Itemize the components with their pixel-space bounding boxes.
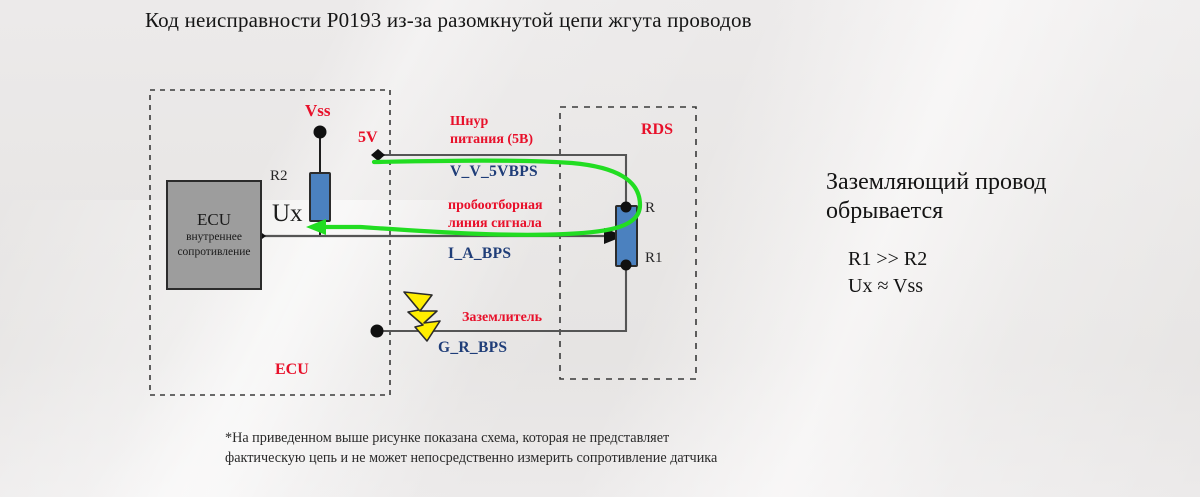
node-dot-ground: [370, 324, 384, 338]
node-dot-5v: [371, 149, 385, 161]
conclusion-heading: Заземляющий провод обрывается: [826, 168, 1186, 227]
label-power-cord-line1: Шнур: [450, 114, 489, 129]
node-dot-r-top: [620, 201, 632, 213]
label-rds-enclosure: RDS: [641, 121, 674, 138]
ecu-enclosure-dashed-box: [149, 89, 391, 396]
resistor-r1-body: [615, 205, 638, 267]
footnote-text: *На приведенном выше рисунке показана сх…: [225, 430, 718, 467]
label-power-cord-line2: питания (5В): [450, 132, 534, 147]
label-r1: R1: [645, 250, 663, 266]
wire-power-line: [378, 153, 628, 206]
label-i-a-bps: I_A_BPS: [448, 245, 512, 262]
wire-ground-line: [377, 266, 628, 333]
label-5v: 5V: [358, 129, 378, 146]
node-dot-r-bottom: [620, 259, 632, 271]
label-ux: Ux: [272, 200, 303, 227]
signal-arrowhead-icon: [604, 228, 624, 244]
resistor-r2-body: [309, 172, 331, 222]
relation-ux-vss: Ux ≈ Vss: [848, 274, 924, 297]
ecu-block-title: ECU: [197, 210, 231, 230]
label-r: R: [645, 200, 656, 216]
label-vss: Vss: [305, 101, 331, 120]
conclusion-heading-line1: Заземляющий провод: [826, 169, 1047, 195]
label-grounding: Заземлитель: [462, 310, 543, 325]
label-ecu-enclosure: ECU: [275, 361, 309, 378]
ecu-block-subtitle-2: сопротивление: [177, 245, 251, 258]
label-sampling-line1: пробоотборная: [448, 198, 543, 213]
ecu-block-subtitle-1: внутреннее: [186, 231, 242, 244]
green-arrowhead-icon: [306, 219, 326, 235]
label-sampling-line2: линия сигнала: [448, 216, 542, 231]
lightning-bolt-icon: [403, 291, 441, 342]
relation-r1-r2: R1 >> R2: [848, 248, 928, 270]
page-title: Код неисправности P0193 из-за разомкнуто…: [145, 8, 752, 32]
conclusion-relations: R1 >> R2 Ux ≈ Vss: [848, 246, 1168, 300]
label-g-r-bps: G_R_BPS: [438, 339, 508, 356]
label-r2: R2: [270, 168, 288, 184]
conclusion-heading-line2: обрывается: [826, 198, 944, 225]
node-dot-vss: [313, 125, 327, 139]
label-v-v-5vbps: V_V_5VBPS: [450, 163, 538, 180]
green-highlight-path: [309, 158, 643, 237]
ecu-block: ECU внутреннее сопротивление: [166, 180, 262, 290]
